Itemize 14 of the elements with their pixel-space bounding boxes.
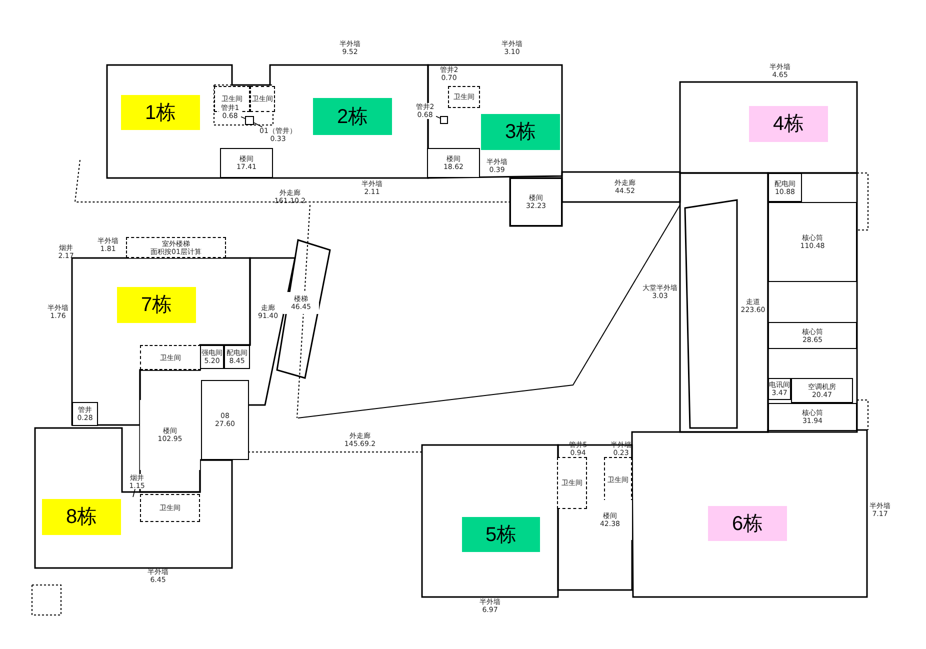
leader-line <box>436 116 440 118</box>
building-label: 1栋 <box>121 95 200 130</box>
leader-line <box>240 116 246 119</box>
building-label: 4栋 <box>749 106 828 142</box>
building-label: 5栋 <box>462 517 540 552</box>
leader-line <box>132 488 136 498</box>
shaft-square <box>245 116 254 125</box>
building-label: 6栋 <box>708 506 787 541</box>
building-label: 3栋 <box>481 114 560 150</box>
building-label: 2栋 <box>313 98 392 135</box>
building-label: 7栋 <box>117 287 196 323</box>
leader-line <box>254 122 263 128</box>
shaft-square <box>440 116 448 124</box>
building-label: 8栋 <box>42 499 121 535</box>
